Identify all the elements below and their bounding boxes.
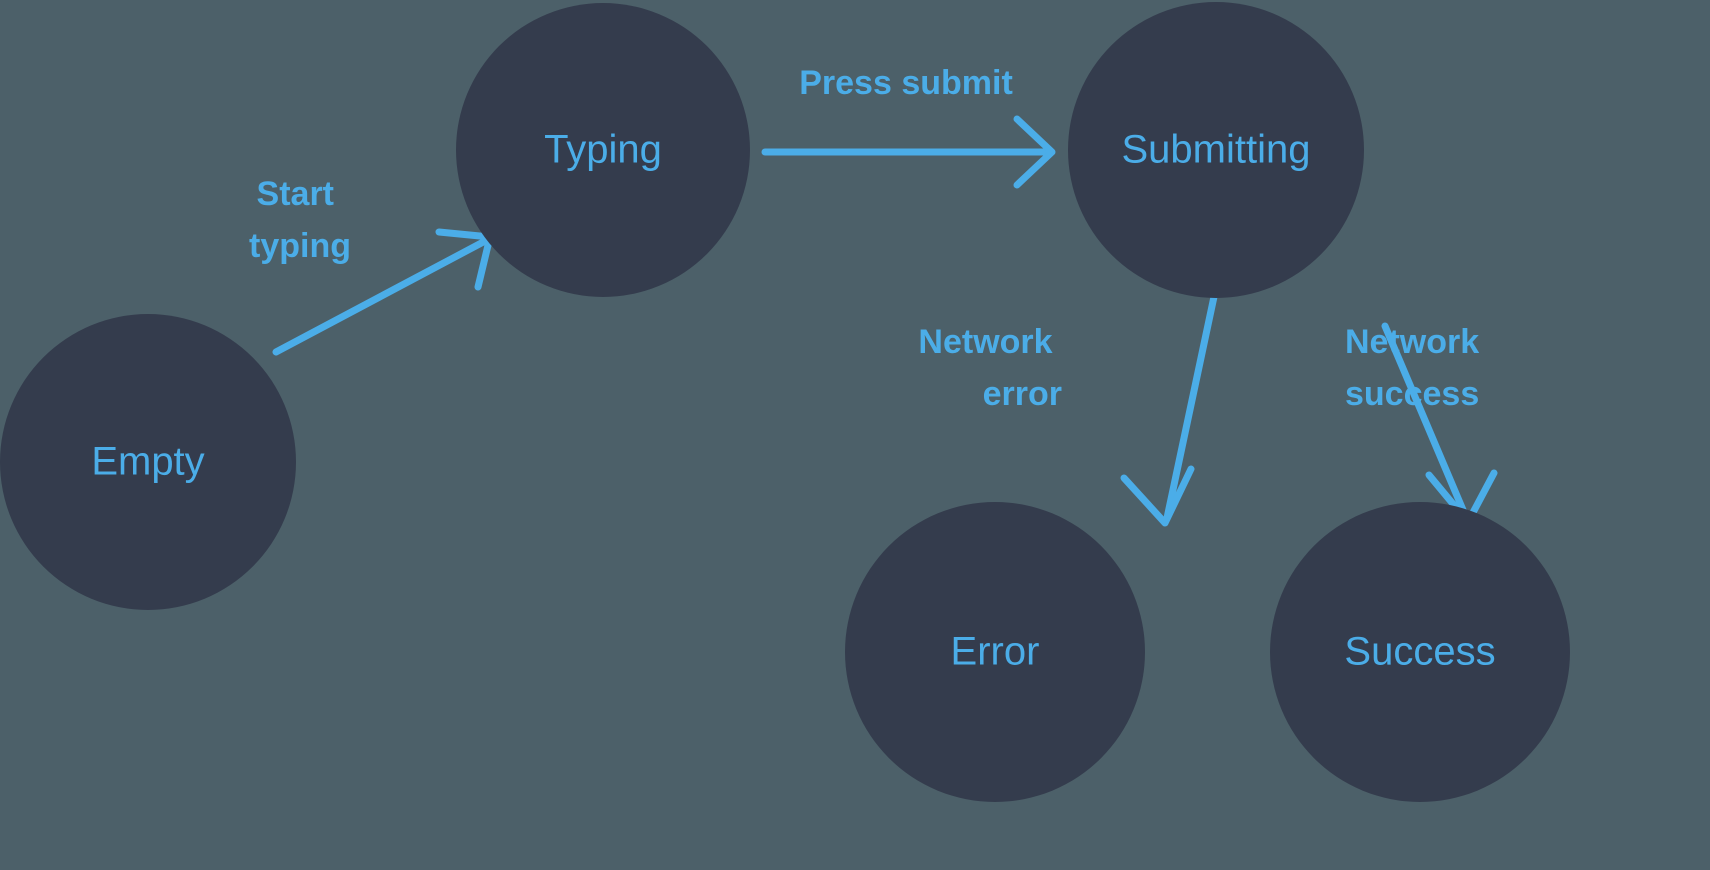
edge-label-start-typing-line-1: Start <box>257 175 334 213</box>
edge-label-network-success-line-2: success <box>1345 375 1479 413</box>
edge-label-press-submit: Press submit <box>799 64 1013 102</box>
state-circle-error <box>845 502 1145 802</box>
edge-typing-to-submitting-arrowhead <box>1013 115 1056 189</box>
state-label-submitting: Submitting <box>1122 128 1311 172</box>
state-node-success[interactable]: Success <box>1270 502 1570 802</box>
edge-empty-to-typing-line <box>272 236 491 356</box>
edge-label-network-error-line-1: Network <box>918 323 1052 361</box>
edge-submitting-to-success[interactable]: Network success <box>1345 322 1498 526</box>
state-circle-empty <box>0 314 296 610</box>
edge-label-network-error-line-2: error <box>983 375 1062 413</box>
state-label-error: Error <box>951 630 1040 674</box>
state-circle-success <box>1270 502 1570 802</box>
state-node-empty[interactable]: Empty <box>0 314 296 610</box>
state-label-typing: Typing <box>544 128 662 172</box>
edge-label-start-typing-line-2: typing <box>249 227 351 265</box>
state-label-empty: Empty <box>91 440 204 484</box>
edge-submitting-to-error-arrowhead <box>1120 465 1195 527</box>
state-node-submitting[interactable]: Submitting <box>1068 2 1364 298</box>
edge-label-network-error: Network error <box>918 323 1062 413</box>
edge-label-network-success-line-1: Network <box>1345 323 1479 361</box>
edge-empty-to-typing[interactable]: Start typing <box>249 175 494 356</box>
edge-typing-to-submitting[interactable]: Press submit <box>761 64 1056 189</box>
state-label-success: Success <box>1344 630 1495 674</box>
edge-label-network-success: Network success <box>1345 323 1489 413</box>
edge-submitting-to-error-line <box>1163 288 1219 522</box>
edge-submitting-to-success-line <box>1381 322 1470 521</box>
edge-label-start-typing: Start typing <box>249 175 351 265</box>
edge-submitting-to-error[interactable]: Network error <box>918 288 1219 527</box>
state-circle-submitting <box>1068 2 1364 298</box>
state-node-typing[interactable]: Typing <box>456 3 750 297</box>
state-circle-typing <box>456 3 750 297</box>
state-node-error[interactable]: Error <box>845 502 1145 802</box>
